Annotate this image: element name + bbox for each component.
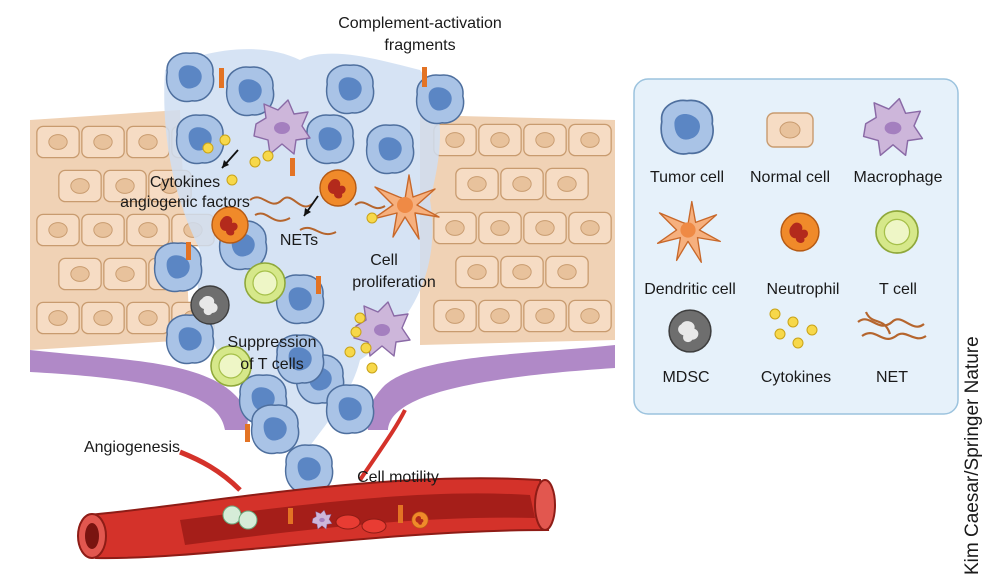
normal-cell xyxy=(478,123,522,157)
normal-cell xyxy=(523,123,567,157)
proliferation-label-line2: proliferation xyxy=(352,274,436,291)
normal-cell xyxy=(433,211,477,245)
normal-cell xyxy=(523,299,567,333)
normal-cell xyxy=(455,167,499,201)
diagram-labels: Complement-activation fragments Cytokine… xyxy=(84,15,502,486)
immune-cells xyxy=(186,67,440,524)
image-credit: Kim Caesar/Springer Nature xyxy=(962,336,983,575)
normal-cell xyxy=(126,301,170,335)
tumor-cell xyxy=(365,124,415,175)
proliferation-label-line1: Cell xyxy=(370,252,398,269)
normal-cell xyxy=(568,211,612,245)
tumor-cell xyxy=(325,384,375,435)
normal-cell xyxy=(545,255,589,289)
tumor-cell xyxy=(175,114,225,165)
normal-cell xyxy=(523,211,567,245)
legend: Tumor cell Normal cell Macrophage Dendri… xyxy=(633,78,959,415)
t-cell-icon xyxy=(875,210,919,254)
legend-label-macrophage: Macrophage xyxy=(854,169,943,186)
legend-label-cytokines: Cytokines xyxy=(761,369,831,386)
complement-label-line1: Complement-activation xyxy=(338,15,502,32)
normal-cell xyxy=(455,255,499,289)
mdsc-icon xyxy=(668,309,712,353)
legend-label-t-cell: T cell xyxy=(879,281,917,298)
normal-cell xyxy=(103,257,147,291)
nets-label: NETs xyxy=(280,232,318,249)
angiogenesis-label: Angiogenesis xyxy=(84,439,180,456)
neutrophil-icon xyxy=(780,212,820,252)
tumor-cell xyxy=(305,114,355,165)
legend-label-normal-cell: Normal cell xyxy=(750,169,830,186)
net-icon xyxy=(857,311,927,340)
normal-cell xyxy=(545,167,589,201)
basement-membrane xyxy=(30,345,615,430)
normal-cell xyxy=(36,125,80,159)
normal-cell xyxy=(433,299,477,333)
legend-label-net: NET xyxy=(876,369,908,386)
tumor-cell xyxy=(165,52,215,103)
legend-label-mdsc: MDSC xyxy=(662,369,709,386)
cell-motility-label: Cell motility xyxy=(357,469,439,486)
normal-cell xyxy=(126,125,170,159)
legend-label-neutrophil: Neutrophil xyxy=(767,281,840,298)
normal-cell xyxy=(126,213,170,247)
normal-cell xyxy=(500,167,544,201)
cytokines-label-line2: angiogenic factors xyxy=(120,194,250,211)
normal-cell xyxy=(36,213,80,247)
cytokines-label-line1: Cytokines xyxy=(150,174,220,191)
tumor-cell xyxy=(153,242,203,293)
normal-cell xyxy=(58,257,102,291)
blood-vessel xyxy=(77,409,556,560)
suppression-label-line1: Suppression xyxy=(228,334,317,351)
legend-label-dendritic-cell: Dendritic cell xyxy=(644,281,736,298)
legend-label-tumor-cell: Tumor cell xyxy=(650,169,724,186)
normal-cell-icon xyxy=(766,112,814,148)
normal-cell xyxy=(81,213,125,247)
normal-cell xyxy=(36,301,80,335)
normal-tissue xyxy=(30,110,615,350)
suppression-label-line2: of T cells xyxy=(240,356,303,373)
tumor-cell xyxy=(325,64,375,115)
normal-cell xyxy=(568,123,612,157)
tumor-cell-icon xyxy=(660,99,714,155)
normal-cell xyxy=(500,255,544,289)
complement-label-line2: fragments xyxy=(384,37,455,54)
normal-cell xyxy=(568,299,612,333)
normal-cell xyxy=(81,301,125,335)
normal-cell xyxy=(478,211,522,245)
normal-cell xyxy=(58,169,102,203)
normal-cell xyxy=(81,125,125,159)
tumor-cell xyxy=(250,404,300,455)
normal-cell xyxy=(478,299,522,333)
normal-cell xyxy=(433,123,477,157)
